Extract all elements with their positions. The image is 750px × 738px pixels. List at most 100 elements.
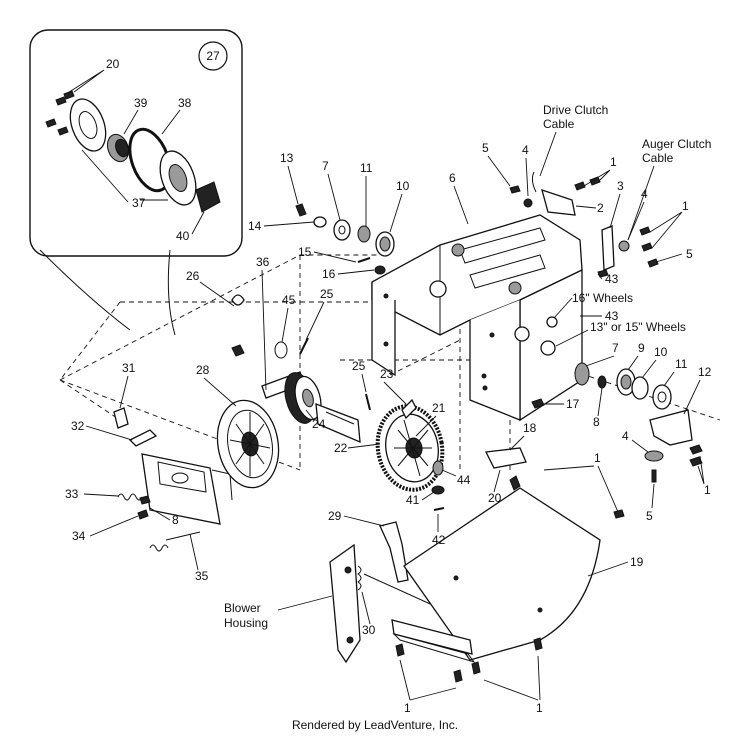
bracket-32	[141, 453, 221, 525]
callout: 7	[322, 159, 329, 173]
callout: 3	[617, 179, 624, 193]
inset-callout-number: 27	[206, 49, 220, 63]
spacer-31	[113, 407, 129, 429]
pulley-28	[216, 399, 280, 489]
callout: 20	[488, 491, 502, 505]
callout: 15	[298, 245, 312, 259]
callout: 31	[122, 361, 136, 375]
label-auger-clutch-line1: Auger Clutch	[642, 137, 711, 151]
key-26	[231, 294, 245, 306]
label-16-wheels: 16" Wheels	[572, 291, 633, 305]
callout: 5	[646, 509, 653, 523]
bushing-10	[631, 376, 649, 400]
callout: 16	[322, 267, 336, 281]
callout: 1	[704, 483, 711, 497]
label-blower-housing-line2: Housing	[224, 616, 268, 630]
callout: 7	[612, 341, 619, 355]
callout: 40	[176, 229, 190, 243]
callout: 29	[328, 509, 342, 523]
callout: 10	[396, 179, 410, 193]
bracket-3	[601, 225, 615, 271]
callout: 21	[432, 401, 446, 415]
clip-45	[274, 341, 288, 359]
bolt-17	[531, 398, 545, 409]
inset-detail: 27 20 39 38 37 40	[29, 29, 243, 257]
callout: 39	[134, 96, 148, 110]
callout: 32	[71, 419, 85, 433]
bolt-5	[509, 185, 521, 194]
bolt-1a	[395, 643, 405, 657]
callout: 23	[380, 367, 394, 381]
cover-19	[391, 487, 601, 663]
washer-11	[652, 384, 672, 410]
callout: 10	[654, 345, 668, 359]
label-13-15-wheels: 13" or 15" Wheels	[590, 320, 686, 334]
callout: 37	[132, 196, 146, 210]
lever-29	[379, 521, 409, 583]
bracket-2	[541, 188, 576, 216]
alignment-lines	[59, 254, 721, 471]
callout: 26	[186, 269, 200, 283]
callout: 2	[597, 201, 604, 215]
washer-44	[432, 460, 444, 476]
callout: 34	[72, 529, 86, 543]
callout: 38	[178, 96, 192, 110]
bracket-12	[649, 409, 693, 446]
bracket-21	[401, 398, 417, 420]
callout: 19	[630, 555, 644, 569]
blower-housing	[329, 543, 361, 664]
callout: 41	[406, 493, 420, 507]
callout: 24	[312, 417, 326, 431]
main-frame-6	[371, 214, 583, 422]
callout: 20	[106, 57, 120, 71]
washer-41	[431, 485, 445, 495]
callout: 12	[698, 365, 712, 379]
callout: 43	[605, 309, 619, 323]
callout: 4	[522, 143, 529, 157]
callout: 33	[65, 487, 79, 501]
callout: 1	[610, 155, 617, 169]
part-18	[485, 447, 527, 469]
plate-37	[69, 98, 107, 152]
callout: 1	[404, 701, 411, 715]
callout: 14	[248, 219, 262, 233]
callout: 28	[196, 363, 210, 377]
callout: 25	[352, 359, 366, 373]
washer-7b	[333, 219, 351, 241]
callout: 5	[686, 247, 693, 261]
label-drive-clutch-line2: Cable	[543, 117, 575, 131]
nut-26b	[231, 344, 245, 357]
callout: 9	[638, 341, 645, 355]
callout: 8	[172, 513, 179, 527]
pin-42	[433, 507, 445, 511]
callout: 11	[360, 161, 373, 175]
callout: 5	[482, 141, 489, 155]
callout: 4	[641, 187, 648, 201]
callout: 30	[362, 623, 376, 637]
callout: 1	[682, 199, 689, 213]
callout: 1	[536, 701, 543, 715]
callout: 44	[457, 473, 471, 487]
callout: 18	[523, 421, 537, 435]
callout: 8	[593, 415, 600, 429]
callout: 43	[605, 272, 619, 286]
gear-22	[375, 404, 445, 492]
hub-24	[284, 372, 322, 424]
callout: 17	[566, 397, 580, 411]
label-auger-clutch-line2: Cable	[642, 151, 674, 165]
callout: 4	[622, 429, 629, 443]
callout: 35	[195, 569, 209, 583]
callout: 1	[594, 451, 601, 465]
pin-25	[365, 393, 371, 411]
callout: 36	[256, 255, 270, 269]
washer-7	[574, 362, 590, 386]
callout: 25	[320, 287, 334, 301]
nut-4	[523, 198, 533, 208]
screws-20	[45, 90, 75, 136]
inset-callout-circle	[198, 41, 228, 71]
callout: 22	[334, 441, 348, 455]
spring-33	[117, 493, 143, 501]
callout: 13	[280, 151, 294, 165]
label-drive-clutch-line1: Drive Clutch	[543, 103, 608, 117]
callout: 42	[432, 533, 446, 547]
